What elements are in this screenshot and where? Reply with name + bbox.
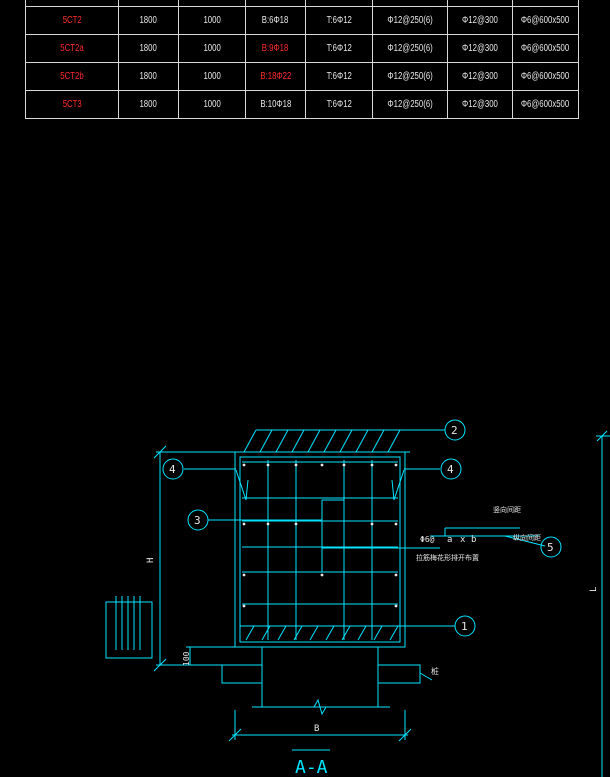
table-cell-id: 5CT2b xyxy=(25,62,119,91)
table-cell-stirrup: Φ12@250(6) xyxy=(372,90,448,119)
section-title: A-A xyxy=(295,757,328,777)
height-label: H xyxy=(146,558,156,563)
marker-5 xyxy=(540,536,562,558)
marker-label-2: 2 xyxy=(451,424,458,437)
table-cell-bottom: B:9Φ18 xyxy=(245,34,306,63)
marker-label-4-left: 4 xyxy=(169,463,176,476)
stirrup-detail xyxy=(105,601,153,659)
horizontal-spacing-label: 纵向间距 xyxy=(513,533,541,542)
table-cell-tie: Φ6@600x500 xyxy=(512,90,579,119)
marker-3 xyxy=(187,509,209,531)
marker-label-4-right: 4 xyxy=(447,463,454,476)
table-cell-id: 5CT2a xyxy=(25,34,119,63)
marker-1 xyxy=(454,615,476,637)
top-hatch xyxy=(243,429,412,453)
spacing-x: x xyxy=(460,535,466,545)
table-cell-b: 1000 xyxy=(178,34,246,63)
table-cell-bottom: B:10Φ18 xyxy=(245,90,306,119)
pile-label: 桩 xyxy=(431,666,439,676)
spacing-b: b xyxy=(471,535,476,545)
table-cell-a: 1800 xyxy=(118,90,179,119)
table-cell-bottom: B:6Φ18 xyxy=(245,6,306,35)
marker-4-left xyxy=(162,458,184,480)
bottom-hatch xyxy=(240,625,455,641)
marker-2 xyxy=(444,419,466,441)
width-label: B xyxy=(314,724,319,734)
tie-note: 拉筋梅花形排开布置 xyxy=(416,553,479,562)
table-cell-tie: Φ6@600x500 xyxy=(512,6,579,35)
table-cell-tie: Φ6@600x500 xyxy=(512,34,579,63)
cover-label: 100 xyxy=(182,651,191,666)
section-outline xyxy=(234,451,406,648)
left-cushion xyxy=(221,664,263,684)
marker-label-3: 3 xyxy=(194,514,201,527)
table-cell-b: 1000 xyxy=(178,6,246,35)
vertical-spacing-label: 竖向间距 xyxy=(493,505,521,514)
length-label: L xyxy=(589,587,599,592)
tie-label: Φ6@ xyxy=(420,535,435,544)
marker-label-1: 1 xyxy=(461,620,468,633)
right-cushion xyxy=(377,664,421,684)
table-cell-side: Φ12@300 xyxy=(447,62,513,91)
marker-label-5: 5 xyxy=(547,541,554,554)
spacing-a: a xyxy=(447,535,452,545)
table-cell-side: Φ12@300 xyxy=(447,90,513,119)
marker-4-right xyxy=(440,458,462,480)
pile-head xyxy=(261,646,379,708)
table-cell-top: T:6Φ12 xyxy=(305,34,373,63)
